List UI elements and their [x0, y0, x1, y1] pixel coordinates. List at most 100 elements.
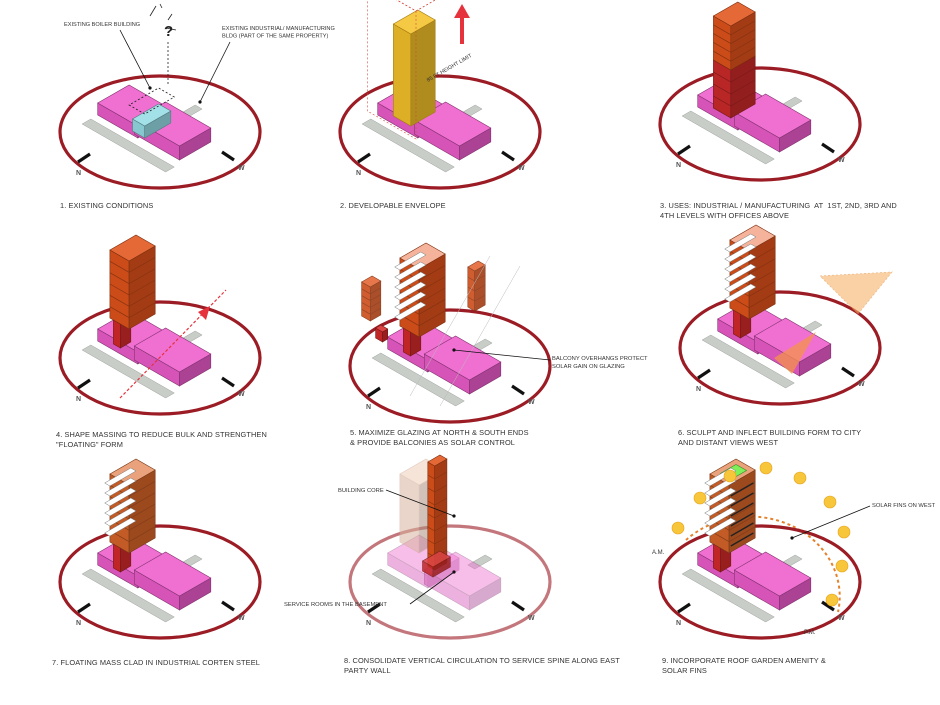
p5-north-glazing-block: [360, 275, 382, 322]
panel-7-diagram: NW: [58, 458, 262, 640]
p4-floating-mass-floor-line: [109, 302, 156, 319]
p8-service-spine-floor-line: [427, 497, 448, 506]
p7-balcony-slab: [104, 497, 137, 517]
caption-line: PARTY WALL: [344, 666, 391, 675]
p8-existing-bldg-a-front-face: [387, 552, 429, 589]
p7-north-tick: [77, 602, 91, 614]
p4-west-label: W: [238, 391, 245, 398]
p9-sun-position: [723, 469, 737, 483]
p7-corten-mass-floor-line: [109, 514, 156, 531]
p8-service-spine-floor-line: [427, 484, 448, 493]
p7-site-ring: [58, 524, 262, 640]
p5-north-glazing-block-front-face: [361, 281, 371, 322]
p1-dashed-envelope: [128, 87, 176, 115]
caption-line: 2. DEVELOPABLE ENVELOPE: [340, 201, 446, 210]
p2-street: [361, 118, 455, 173]
caption-line: 1. EXISTING CONDITIONS: [60, 201, 154, 210]
p6-sculpted-mass-floor-line: [729, 292, 776, 309]
p3-industrial-levels-floor-line: [713, 67, 756, 83]
p1-question-ray: [165, 27, 177, 31]
p3-west-tick: [821, 142, 835, 154]
p8-street: [371, 568, 465, 623]
p6-balcony-slab: [724, 283, 757, 303]
p5-balcony-slab: [394, 251, 427, 271]
p5-north-tick: [367, 386, 381, 398]
panel-9-caption: 9. INCORPORATE ROOF GARDEN AMENITY &SOLA…: [662, 656, 826, 676]
p2-developable-envelope: [392, 9, 436, 127]
p9-balcony-slab: [704, 487, 737, 507]
p4-floating-mass: [109, 234, 156, 330]
p3-office-levels-floor-line: [713, 46, 756, 62]
p7-balcony-slab: [104, 507, 137, 527]
panel-6-diagram: NW: [678, 224, 893, 406]
p7-street: [81, 568, 175, 623]
p9-solar-fin: [730, 512, 754, 527]
p5-north-glazing-block-floor-line: [361, 307, 381, 315]
p6-west-tick: [841, 366, 855, 378]
p9-solar-fin: [730, 492, 754, 507]
p4-floating-mass-top-face: [109, 234, 156, 262]
p5-north-label: N: [366, 404, 371, 411]
p2-site-ring: [338, 74, 542, 190]
p5-balcony-slab: [394, 271, 427, 291]
p3-office-levels-top-face: [712, 1, 756, 27]
p3-street: [681, 110, 775, 165]
p6-street: [701, 334, 795, 389]
p5-existing-bldg-b: [423, 335, 502, 395]
caption-line: 6. SCULPT AND INFLECT BUILDING FORM TO C…: [678, 428, 862, 437]
p4-floating-mass-floor-line: [109, 268, 156, 285]
p4-west-tick: [221, 376, 235, 388]
p1-question-ray: [149, 5, 157, 17]
p1-boiler-leader: [119, 29, 151, 89]
p5-south-glazing-block-floor-line: [467, 274, 486, 282]
p3-industrial-levels-floor-line: [713, 79, 756, 95]
p9-existing-bldg-b: [733, 551, 812, 611]
p5-balcony-slab: [394, 301, 427, 321]
p7-existing-bldg-b: [133, 551, 212, 611]
p5-entry-piece-top-face: [375, 324, 389, 333]
p7-balcony-slab: [104, 517, 137, 537]
p8-existing-bldg-b-front-face: [423, 569, 470, 611]
panel-3-caption: 3. USES: INDUSTRIAL / MANUFACTURING AT 1…: [660, 201, 897, 221]
p1-site-ring: [58, 74, 262, 190]
p5-balcony-leader: [453, 349, 551, 361]
p9-sun-position: [823, 495, 837, 509]
p9-sun-position: [759, 461, 773, 475]
p8-service-spine-floor-line: [427, 536, 448, 545]
p3-office-levels-floor-line: [713, 29, 756, 45]
panel-7-caption: 7. FLOATING MASS CLAD IN INDUSTRIAL CORT…: [52, 658, 260, 668]
p2-up-arrow-head: [454, 4, 470, 18]
p5-floating-mass-floor-line: [399, 310, 446, 327]
caption-line: & PROVIDE BALCONIES AS SOLAR CONTROL: [350, 438, 516, 447]
p6-view-cone-west: [774, 332, 816, 374]
p1-north-tick: [77, 152, 91, 164]
p2-developable-envelope-front-face: [393, 23, 412, 127]
p3-north-label: N: [676, 162, 681, 169]
p9-sun-position: [837, 525, 851, 539]
p5-projection-line: [439, 265, 521, 407]
p5-balcony-leader-dot: [452, 348, 456, 352]
panel-4-caption: 4. SHAPE MASSING TO REDUCE BULK AND STRE…: [56, 430, 267, 450]
p4-north-label: N: [76, 396, 81, 403]
p5-existing-bldg-b-top-face: [423, 335, 502, 381]
p8-service-spine-floor-line: [427, 523, 448, 532]
p1-question-ray: [159, 3, 163, 9]
p1-street: [81, 118, 175, 173]
p6-base-core-front-face: [733, 309, 741, 339]
p4-floating-mass-floor-line: [109, 256, 156, 273]
p5-street: [371, 352, 465, 407]
p3-industrial-levels-floor-line: [713, 91, 756, 107]
p7-north-label: N: [76, 620, 81, 627]
p4-street: [81, 344, 175, 399]
p5-west-label: W: [528, 399, 535, 406]
p5-balcony-slab: [394, 291, 427, 311]
p5-south-glazing-block-floor-line: [467, 284, 486, 292]
p8-service-spine-floor-line: [427, 510, 448, 519]
p5-south-glazing-block-floor-line: [467, 294, 486, 302]
p9-balcony-slab: [704, 477, 737, 497]
p9-balcony-slab: [704, 517, 737, 537]
panel-8-caption: 8. CONSOLIDATE VERTICAL CIRCULATION TO S…: [344, 656, 620, 676]
